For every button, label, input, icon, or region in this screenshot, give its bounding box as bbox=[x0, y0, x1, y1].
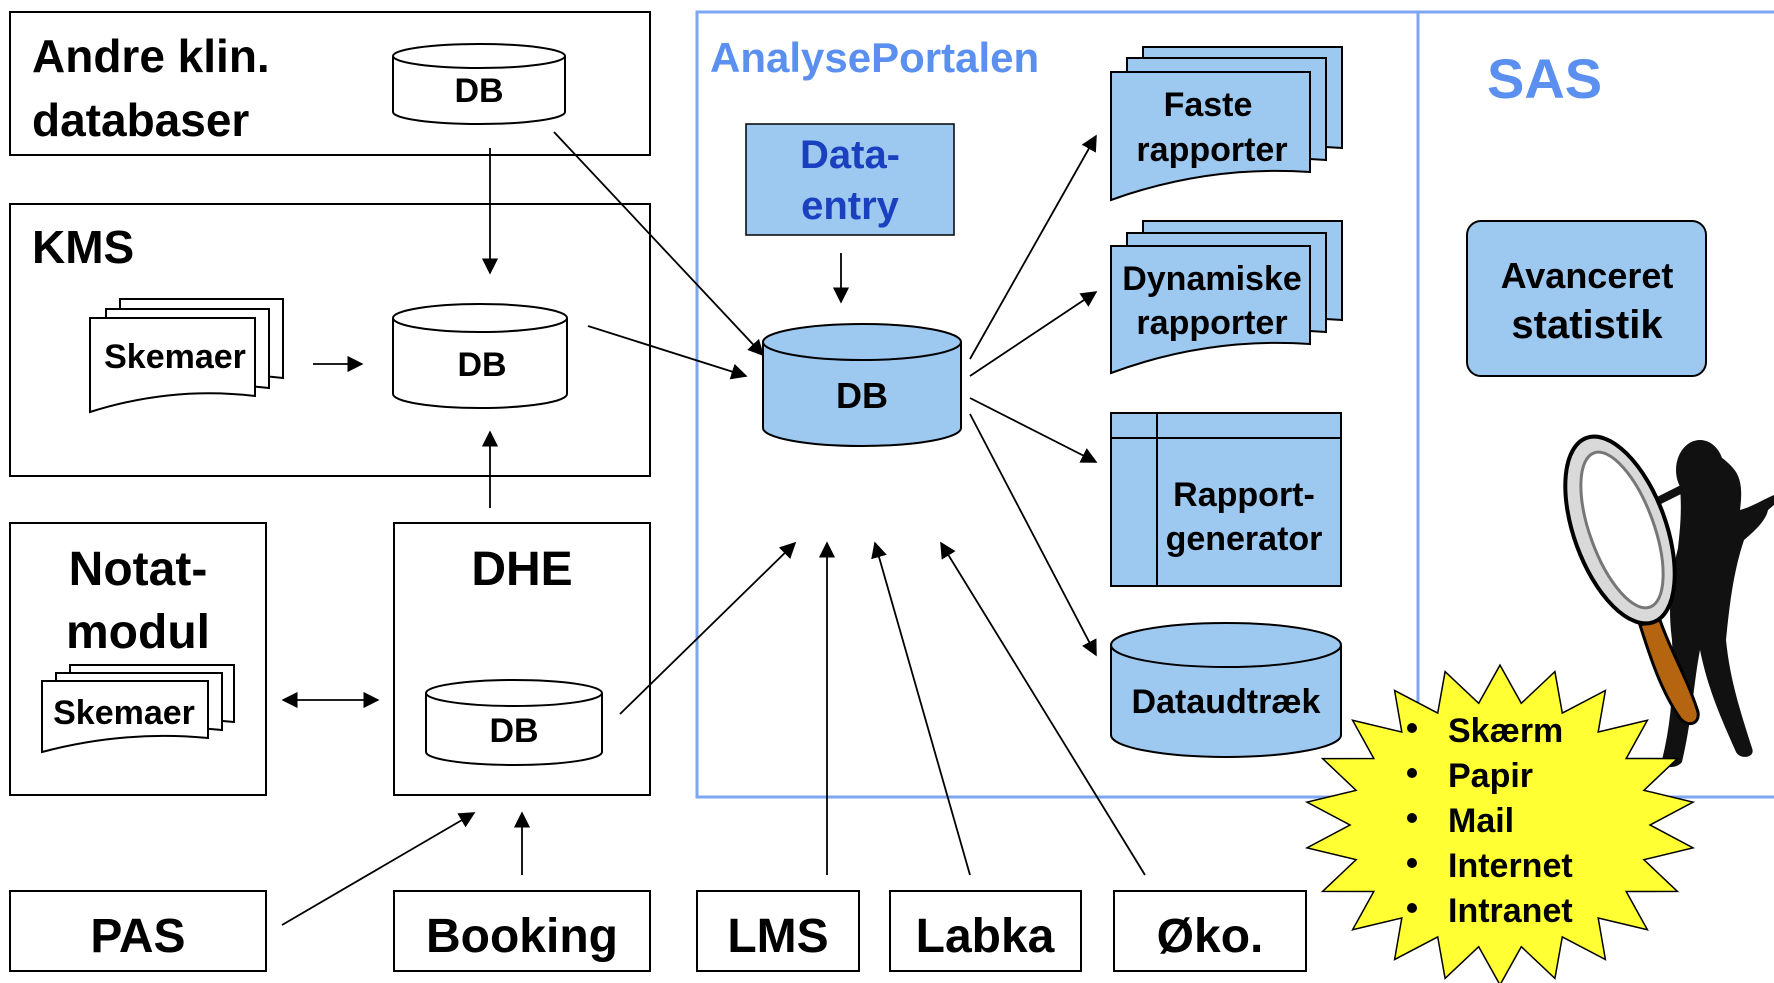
notat-skemaer-label: Skemaer bbox=[53, 694, 195, 732]
generator-line1: Rapport- bbox=[1173, 476, 1315, 514]
booking-box bbox=[393, 890, 651, 972]
analyseportalen-title: AnalysePortalen bbox=[710, 34, 1039, 81]
output-item-label: Skærm bbox=[1448, 712, 1563, 750]
andre-title-line2: databaser bbox=[32, 94, 249, 146]
portal-db-cylinder: DB bbox=[762, 323, 962, 447]
labka-label: Labka bbox=[916, 910, 1055, 963]
faste-rapporter-stack: Faste rapporter bbox=[1110, 46, 1343, 202]
dataudtraek-label: Dataudtræk bbox=[1132, 683, 1321, 721]
output-item: Mail bbox=[1407, 802, 1514, 840]
generator-line2: generator bbox=[1166, 520, 1323, 558]
output-item: Skærm bbox=[1407, 712, 1563, 750]
dynamiske-line2: rapporter bbox=[1136, 304, 1287, 342]
avanceret-line1: Avanceret bbox=[1501, 255, 1674, 296]
labka-box bbox=[889, 890, 1082, 972]
burst-star-icon bbox=[1304, 663, 1696, 983]
output-item-label: Papir bbox=[1448, 757, 1533, 795]
dhe-db-cylinder: DB bbox=[425, 679, 603, 766]
output-item: Internet bbox=[1407, 847, 1573, 885]
dataudtraek-cylinder: Dataudtræk bbox=[1110, 622, 1342, 758]
kms-title: KMS bbox=[32, 221, 134, 273]
andre-db-cylinder: DB bbox=[392, 43, 566, 125]
andre-title-line1: Andre klin. bbox=[32, 30, 270, 82]
rapportgenerator-box: Rapport- generator bbox=[1110, 412, 1342, 587]
avanceret-statistik-box bbox=[1466, 220, 1707, 377]
connector-arrows bbox=[281, 131, 1146, 926]
output-item-label: Mail bbox=[1448, 802, 1514, 840]
booking-label: Booking bbox=[426, 910, 618, 963]
lms-box bbox=[696, 890, 860, 972]
dhe-title: DHE bbox=[471, 543, 572, 596]
portal-db-label: DB bbox=[836, 375, 888, 416]
notat-title-line2: modul bbox=[66, 606, 210, 659]
oko-label: Øko. bbox=[1157, 910, 1264, 963]
dhe-db-label: DB bbox=[489, 712, 538, 750]
faste-line1: Faste bbox=[1164, 86, 1253, 124]
kms-db-label: DB bbox=[457, 346, 506, 384]
pas-box bbox=[9, 890, 267, 972]
dynamiske-line1: Dynamiske bbox=[1122, 260, 1302, 298]
faste-line2: rapporter bbox=[1136, 131, 1287, 169]
oko-box bbox=[1113, 890, 1307, 972]
output-item-label: Internet bbox=[1448, 847, 1573, 885]
dataentry-line2: entry bbox=[801, 184, 900, 228]
output-item-label: Intranet bbox=[1448, 892, 1573, 930]
output-item: Papir bbox=[1407, 757, 1533, 795]
notat-title-line1: Notat- bbox=[69, 543, 208, 596]
kms-db-cylinder: DB bbox=[392, 303, 568, 409]
dataentry-line1: Data- bbox=[800, 133, 900, 177]
kms-skemaer-stack: Skemaer bbox=[89, 298, 284, 414]
output-list: Skærm Papir Mail Internet Intranet bbox=[1407, 712, 1573, 930]
sas-title: SAS bbox=[1487, 47, 1602, 110]
notat-skemaer-stack: Skemaer bbox=[41, 664, 235, 754]
avanceret-line2: statistik bbox=[1511, 303, 1663, 347]
pas-label: PAS bbox=[90, 910, 185, 963]
analyseportalen-region bbox=[695, 10, 1420, 799]
dataentry-box bbox=[745, 123, 955, 236]
dynamiske-rapporter-stack: Dynamiske rapporter bbox=[1110, 220, 1343, 375]
output-item: Intranet bbox=[1407, 892, 1573, 930]
andre-db-label: DB bbox=[454, 72, 503, 110]
magnifier-figure-icon bbox=[1563, 434, 1774, 768]
lms-label: LMS bbox=[727, 910, 828, 963]
kms-skemaer-label: Skemaer bbox=[104, 338, 246, 376]
